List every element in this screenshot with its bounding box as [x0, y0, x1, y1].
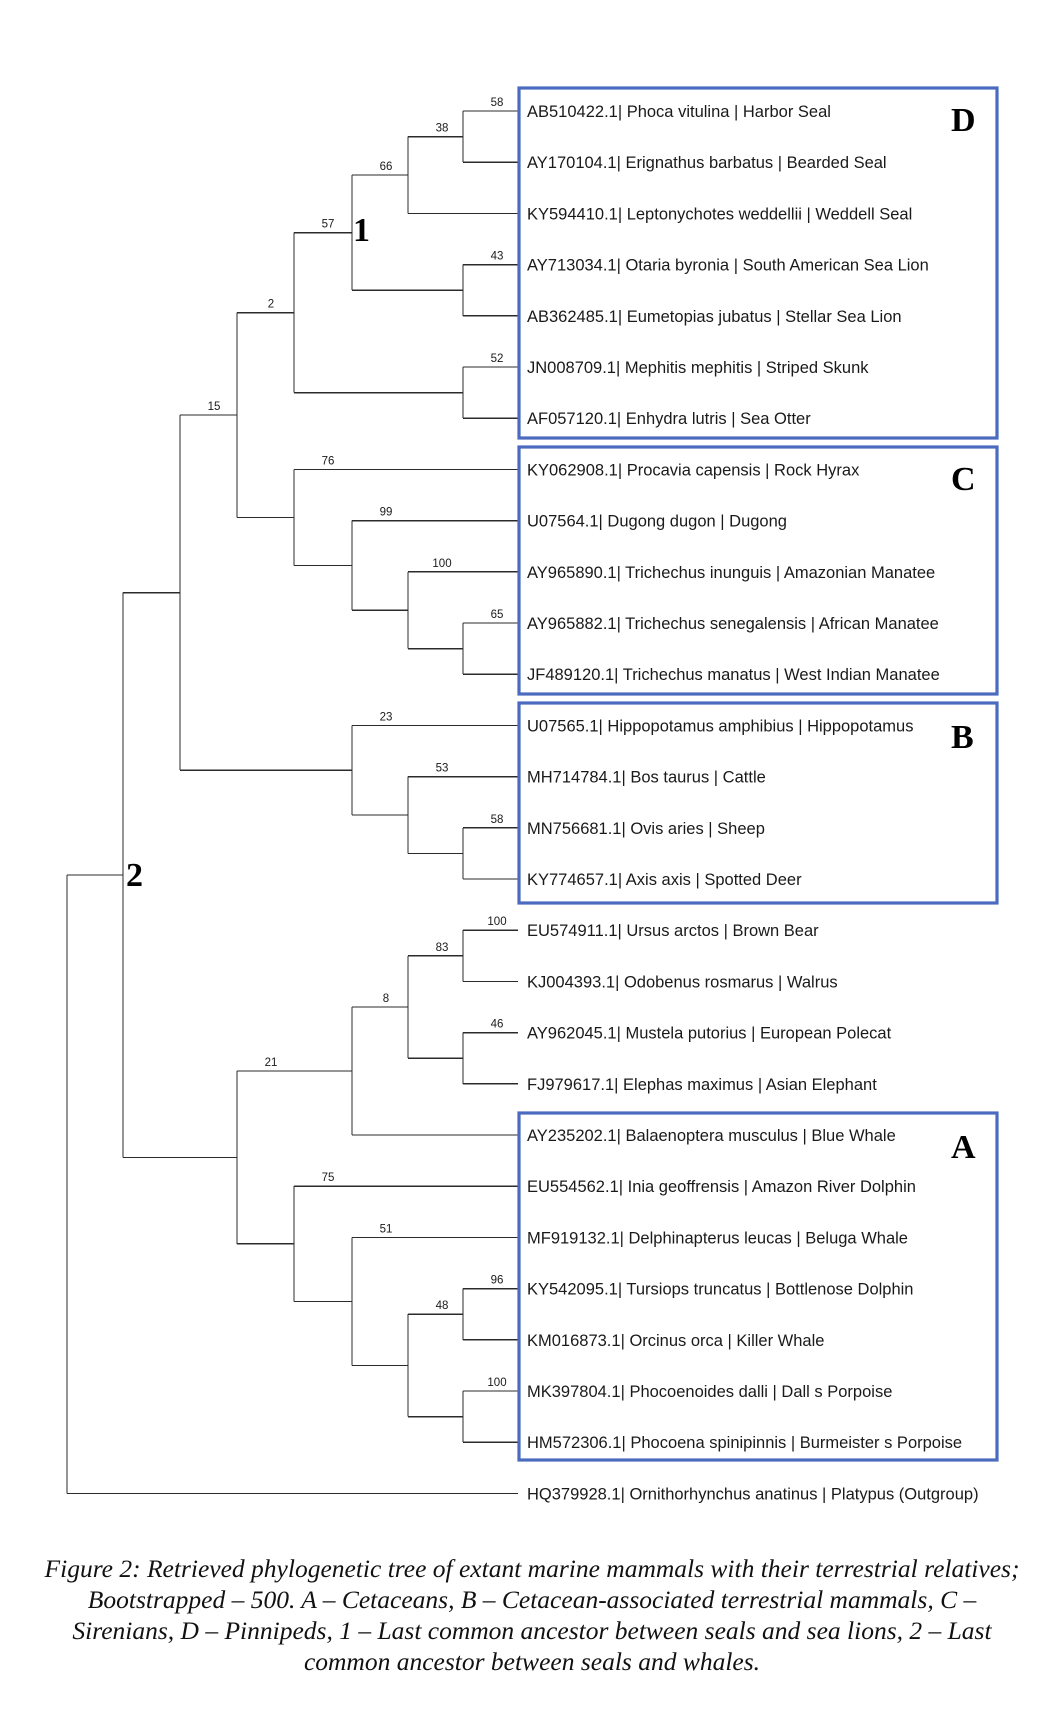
bootstrap-value: 8	[383, 993, 389, 1005]
bootstrap-value: 15	[208, 401, 221, 413]
bootstrap-value: 96	[491, 1275, 504, 1287]
clade-label-d: D	[951, 102, 976, 139]
leaf-label: MH714784.1| Bos taurus | Cattle	[527, 769, 766, 787]
node-label-1: 1	[353, 212, 370, 249]
leaf-label: KY062908.1| Procavia capensis | Rock Hyr…	[527, 461, 860, 479]
node-label-2: 2	[126, 857, 143, 894]
clade-box-d	[517, 86, 999, 440]
leaf-label: U07565.1| Hippopotamus amphibius | Hippo…	[527, 717, 913, 735]
bootstrap-value: 51	[380, 1223, 393, 1235]
leaf-label: KY542095.1| Tursiops truncatus | Bottlen…	[527, 1281, 913, 1299]
leaf-label: JF489120.1| Trichechus manatus | West In…	[527, 666, 940, 684]
clade-label-b: B	[951, 719, 974, 756]
bootstrap-value: 58	[491, 814, 504, 826]
leaf-label: KJ004393.1| Odobenus rosmarus | Walrus	[527, 973, 838, 991]
bootstrap-value: 2	[268, 299, 274, 311]
bootstrap-value: 76	[322, 455, 335, 467]
leaf-label: KY774657.1| Axis axis | Spotted Deer	[527, 871, 802, 889]
leaf-label: KM016873.1| Orcinus orca | Killer Whale	[527, 1332, 824, 1350]
leaf-label: JN008709.1| Mephitis mephitis | Striped …	[527, 359, 869, 377]
leaf-label: EU574911.1| Ursus arctos | Brown Bear	[527, 922, 819, 940]
leaf-label: AY962045.1| Mustela putorius | European …	[527, 1025, 892, 1043]
leaf-label: AF057120.1| Enhydra lutris | Sea Otter	[527, 410, 811, 428]
bootstrap-value: 23	[380, 711, 393, 723]
leaf-label: MK397804.1| Phocoenoides dalli | Dall s …	[527, 1383, 892, 1401]
figure-caption: Figure 2: Retrieved phylogenetic tree of…	[44, 1554, 1020, 1676]
leaf-label: AY170104.1| Erignathus barbatus | Bearde…	[527, 154, 887, 172]
leaf-label: AY965890.1| Trichechus inunguis | Amazon…	[527, 564, 935, 582]
bootstrap-value: 21	[265, 1057, 278, 1069]
leaf-label: HQ379928.1| Ornithorhynchus anatinus | P…	[527, 1485, 979, 1503]
clade-label-c: C	[951, 461, 976, 498]
bootstrap-value: 75	[322, 1172, 335, 1184]
leaf-label: EU554562.1| Inia geoffrensis | Amazon Ri…	[527, 1178, 916, 1196]
bootstrap-value: 48	[436, 1300, 449, 1312]
bootstrap-value: 52	[491, 353, 504, 365]
bootstrap-value: 100	[432, 558, 451, 570]
clade-label-a: A	[951, 1129, 976, 1166]
bootstrap-value: 99	[380, 507, 393, 519]
bootstrap-value: 65	[491, 609, 504, 621]
leaf-label: U07564.1| Dugong dugon | Dugong	[527, 513, 787, 531]
leaf-label: FJ979617.1| Elephas maximus | Asian Elep…	[527, 1076, 877, 1094]
bootstrap-values: 58 38 43 66 52 57 65 100 99 76 2 58 53 23 15 100 46 83 8 96…	[208, 97, 507, 1389]
leaf-label: MF919132.1| Delphinapterus leucas | Belu…	[527, 1229, 908, 1247]
leaf-label: KY594410.1| Leptonychotes weddellii | We…	[527, 205, 912, 223]
leaf-label: AB510422.1| Phoca vitulina | Harbor Seal	[527, 103, 831, 121]
leaf-labels: AB510422.1| Phoca vitulina | Harbor Seal…	[527, 103, 979, 1503]
clade-box-b	[517, 701, 999, 905]
bootstrap-value: 43	[491, 251, 504, 263]
leaf-label: AY965882.1| Trichechus senegalensis | Af…	[527, 615, 939, 633]
bootstrap-value: 53	[436, 763, 449, 775]
bootstrap-value: 58	[491, 97, 504, 109]
phylogenetic-tree: AB510422.1| Phoca vitulina | Harbor Seal…	[66, 86, 999, 1503]
leaf-label: AY235202.1| Balaenoptera musculus | Blue…	[527, 1127, 896, 1145]
leaf-label: HM572306.1| Phocoena spinipinnis | Burme…	[527, 1434, 962, 1452]
leaf-label: AB362485.1| Eumetopias jubatus | Stellar…	[527, 308, 902, 326]
bootstrap-value: 100	[487, 916, 506, 928]
bootstrap-value: 83	[436, 942, 449, 954]
leaf-label: AY713034.1| Otaria byronia | South Ameri…	[527, 257, 929, 275]
tree-branches	[66, 110, 518, 1495]
clade-box-c	[517, 445, 999, 696]
bootstrap-value: 57	[322, 219, 335, 231]
clade-box-a	[517, 1111, 999, 1462]
leaf-label: MN756681.1| Ovis aries | Sheep	[527, 820, 765, 838]
bootstrap-value: 100	[487, 1377, 506, 1389]
bootstrap-value: 46	[491, 1019, 504, 1031]
bootstrap-value: 66	[380, 161, 393, 173]
bootstrap-value: 38	[436, 123, 449, 135]
